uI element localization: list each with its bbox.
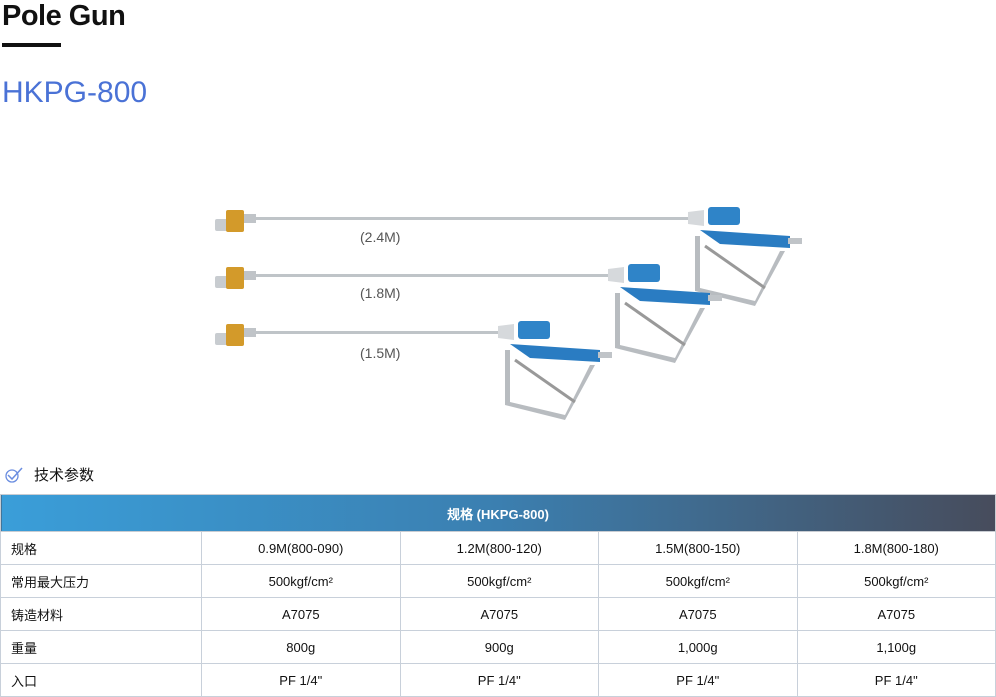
section-title: 技术参数 <box>34 467 95 484</box>
title-underline <box>2 43 61 47</box>
section-header: 技术参数 <box>4 464 94 485</box>
table-cell: A7075 <box>399 597 599 631</box>
table-cell: PF 1/4" <box>598 663 798 697</box>
table-cell: PF 1/4" <box>201 663 401 697</box>
row-label: 入口 <box>0 663 202 697</box>
length-label: (1.5M) <box>360 345 401 361</box>
table-cell: 800g <box>201 630 401 664</box>
row-label: 常用最大压力 <box>0 564 202 598</box>
row-label: 规格 <box>0 531 202 565</box>
check-icon <box>5 466 23 483</box>
table-cell: PF 1/4" <box>399 663 599 697</box>
table-cell: 1.5M(800-150) <box>598 531 798 565</box>
table-cell: 900g <box>399 630 599 664</box>
pole-gun <box>215 264 722 363</box>
length-label: (2.4M) <box>360 229 401 245</box>
table-cell: PF 1/4" <box>796 663 996 697</box>
table-cell: 1,100g <box>796 630 996 664</box>
length-label: (1.8M) <box>360 285 401 301</box>
table-cell: A7075 <box>598 597 798 631</box>
table-cell: 500kgf/cm² <box>201 564 401 598</box>
table-cell: A7075 <box>796 597 996 631</box>
row-label: 铸造材料 <box>0 597 202 631</box>
table-cell: A7075 <box>201 597 401 631</box>
pole-gun <box>215 321 612 420</box>
table-cell: 1,000g <box>598 630 798 664</box>
pole-guns-illustration <box>215 207 802 420</box>
table-cell: 1.8M(800-180) <box>796 531 996 565</box>
product-image: (2.4M) (1.8M) (1.5M) <box>0 180 996 430</box>
table-cell: 1.2M(800-120) <box>399 531 599 565</box>
pole-gun <box>215 207 802 306</box>
page-title: Pole Gun <box>2 0 126 32</box>
table-cell: 500kgf/cm² <box>796 564 996 598</box>
table-cell: 0.9M(800-090) <box>201 531 401 565</box>
table-header: 规格 (HKPG-800) <box>0 494 996 532</box>
table-cell: 500kgf/cm² <box>598 564 798 598</box>
model-name: HKPG-800 <box>2 76 148 109</box>
table-cell: 500kgf/cm² <box>399 564 599 598</box>
row-label: 重量 <box>0 630 202 664</box>
